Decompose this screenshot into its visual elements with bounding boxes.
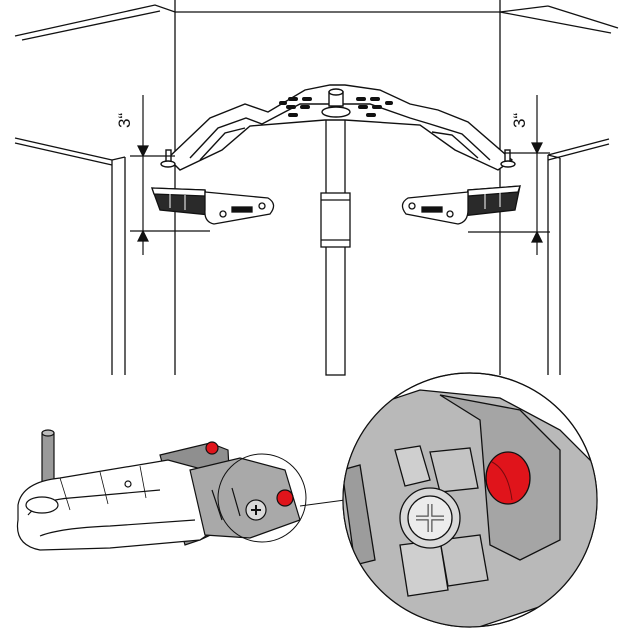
right-dimension-label: 3“ bbox=[510, 113, 529, 128]
bracket-arm-detail-icon bbox=[16, 429, 301, 551]
zoom-connector bbox=[217, 453, 346, 543]
left-dimension-marker bbox=[130, 95, 210, 255]
right-hinge-arm-icon bbox=[401, 185, 521, 225]
corner-shelf-bracket-icon bbox=[160, 84, 516, 171]
screw-magnified-detail-icon bbox=[342, 372, 598, 628]
center-pole bbox=[320, 102, 351, 376]
left-hinge-arm-icon bbox=[151, 187, 275, 225]
right-dimension-marker bbox=[468, 95, 550, 255]
left-dimension-label: 3“ bbox=[115, 113, 134, 128]
cabinet-corner bbox=[14, 0, 619, 375]
